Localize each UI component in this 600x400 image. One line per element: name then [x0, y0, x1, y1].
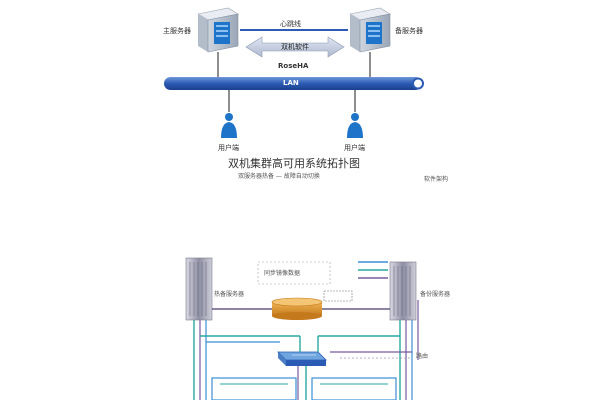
right-storage-tower-icon [389, 261, 417, 321]
right-tower-label: 备份服务器 [420, 291, 451, 298]
left-tower-label: 热备服务器 [214, 291, 245, 298]
heartbeat-label: 心跳线 [280, 20, 301, 28]
primary-server-label: 主服务器 [163, 27, 191, 35]
client-right-label: 用户端 [344, 144, 365, 152]
left-storage-tower-icon [185, 257, 213, 321]
lan-bar [164, 77, 422, 90]
client-right-icon [347, 113, 363, 138]
network-switch-icon [277, 351, 327, 366]
diagram-note: 软件架构 [424, 176, 449, 183]
backup-server-icon [349, 7, 391, 53]
double-arrow-icon [245, 36, 345, 58]
client-left-label: 用户端 [218, 144, 239, 152]
primary-server-icon [197, 7, 239, 53]
lan-label: LAN [283, 79, 299, 87]
center-label: 同步镜像数据 [264, 270, 301, 277]
diagram-title: 双机集群高可用系统拓扑图 [228, 157, 360, 170]
client-left-icon [221, 113, 237, 138]
software-label: 双机软件 [281, 43, 309, 51]
backup-server-label: 备服务器 [395, 27, 423, 35]
shared-disk-icon [271, 297, 323, 320]
brand-label: RoseHA [278, 62, 309, 70]
side-note-label: 路由 [416, 353, 429, 360]
diagram-caption: 双服务器热备 — 故障自动切换 [238, 173, 320, 180]
